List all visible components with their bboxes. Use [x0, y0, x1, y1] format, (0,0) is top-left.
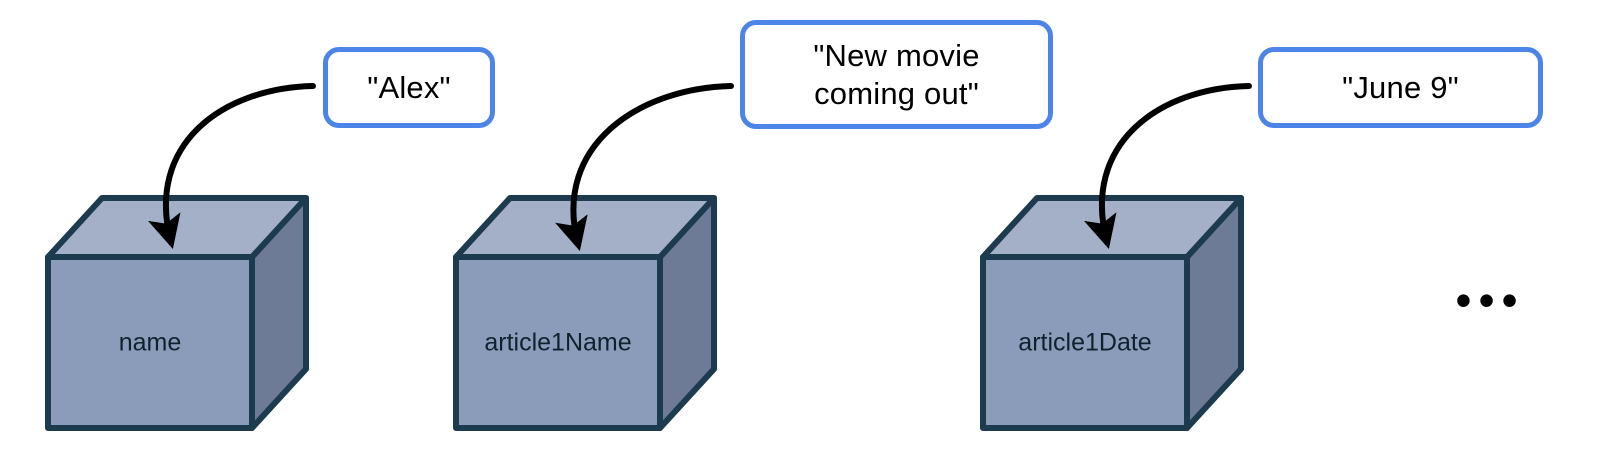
cube-front-face	[980, 254, 1190, 431]
ellipsis-indicator: •••	[1455, 274, 1525, 326]
arrow-to-name	[148, 83, 316, 250]
cube-article1Name	[453, 195, 717, 431]
callout-box-article1date-value: "June 9"	[1258, 47, 1543, 128]
callout-box-article1name-value: "New movie coming out"	[740, 20, 1053, 129]
arrow-group	[148, 83, 1252, 252]
cube-article1Date	[980, 195, 1244, 431]
cube-front-face	[453, 254, 663, 431]
arrow-to-article1Name	[555, 83, 734, 252]
cube-front-face	[45, 254, 255, 431]
cube-group	[45, 195, 1244, 431]
arrow-to-article1Date	[1084, 83, 1252, 250]
cube-name	[45, 195, 309, 431]
callout-box-name-value: "Alex"	[323, 47, 495, 128]
